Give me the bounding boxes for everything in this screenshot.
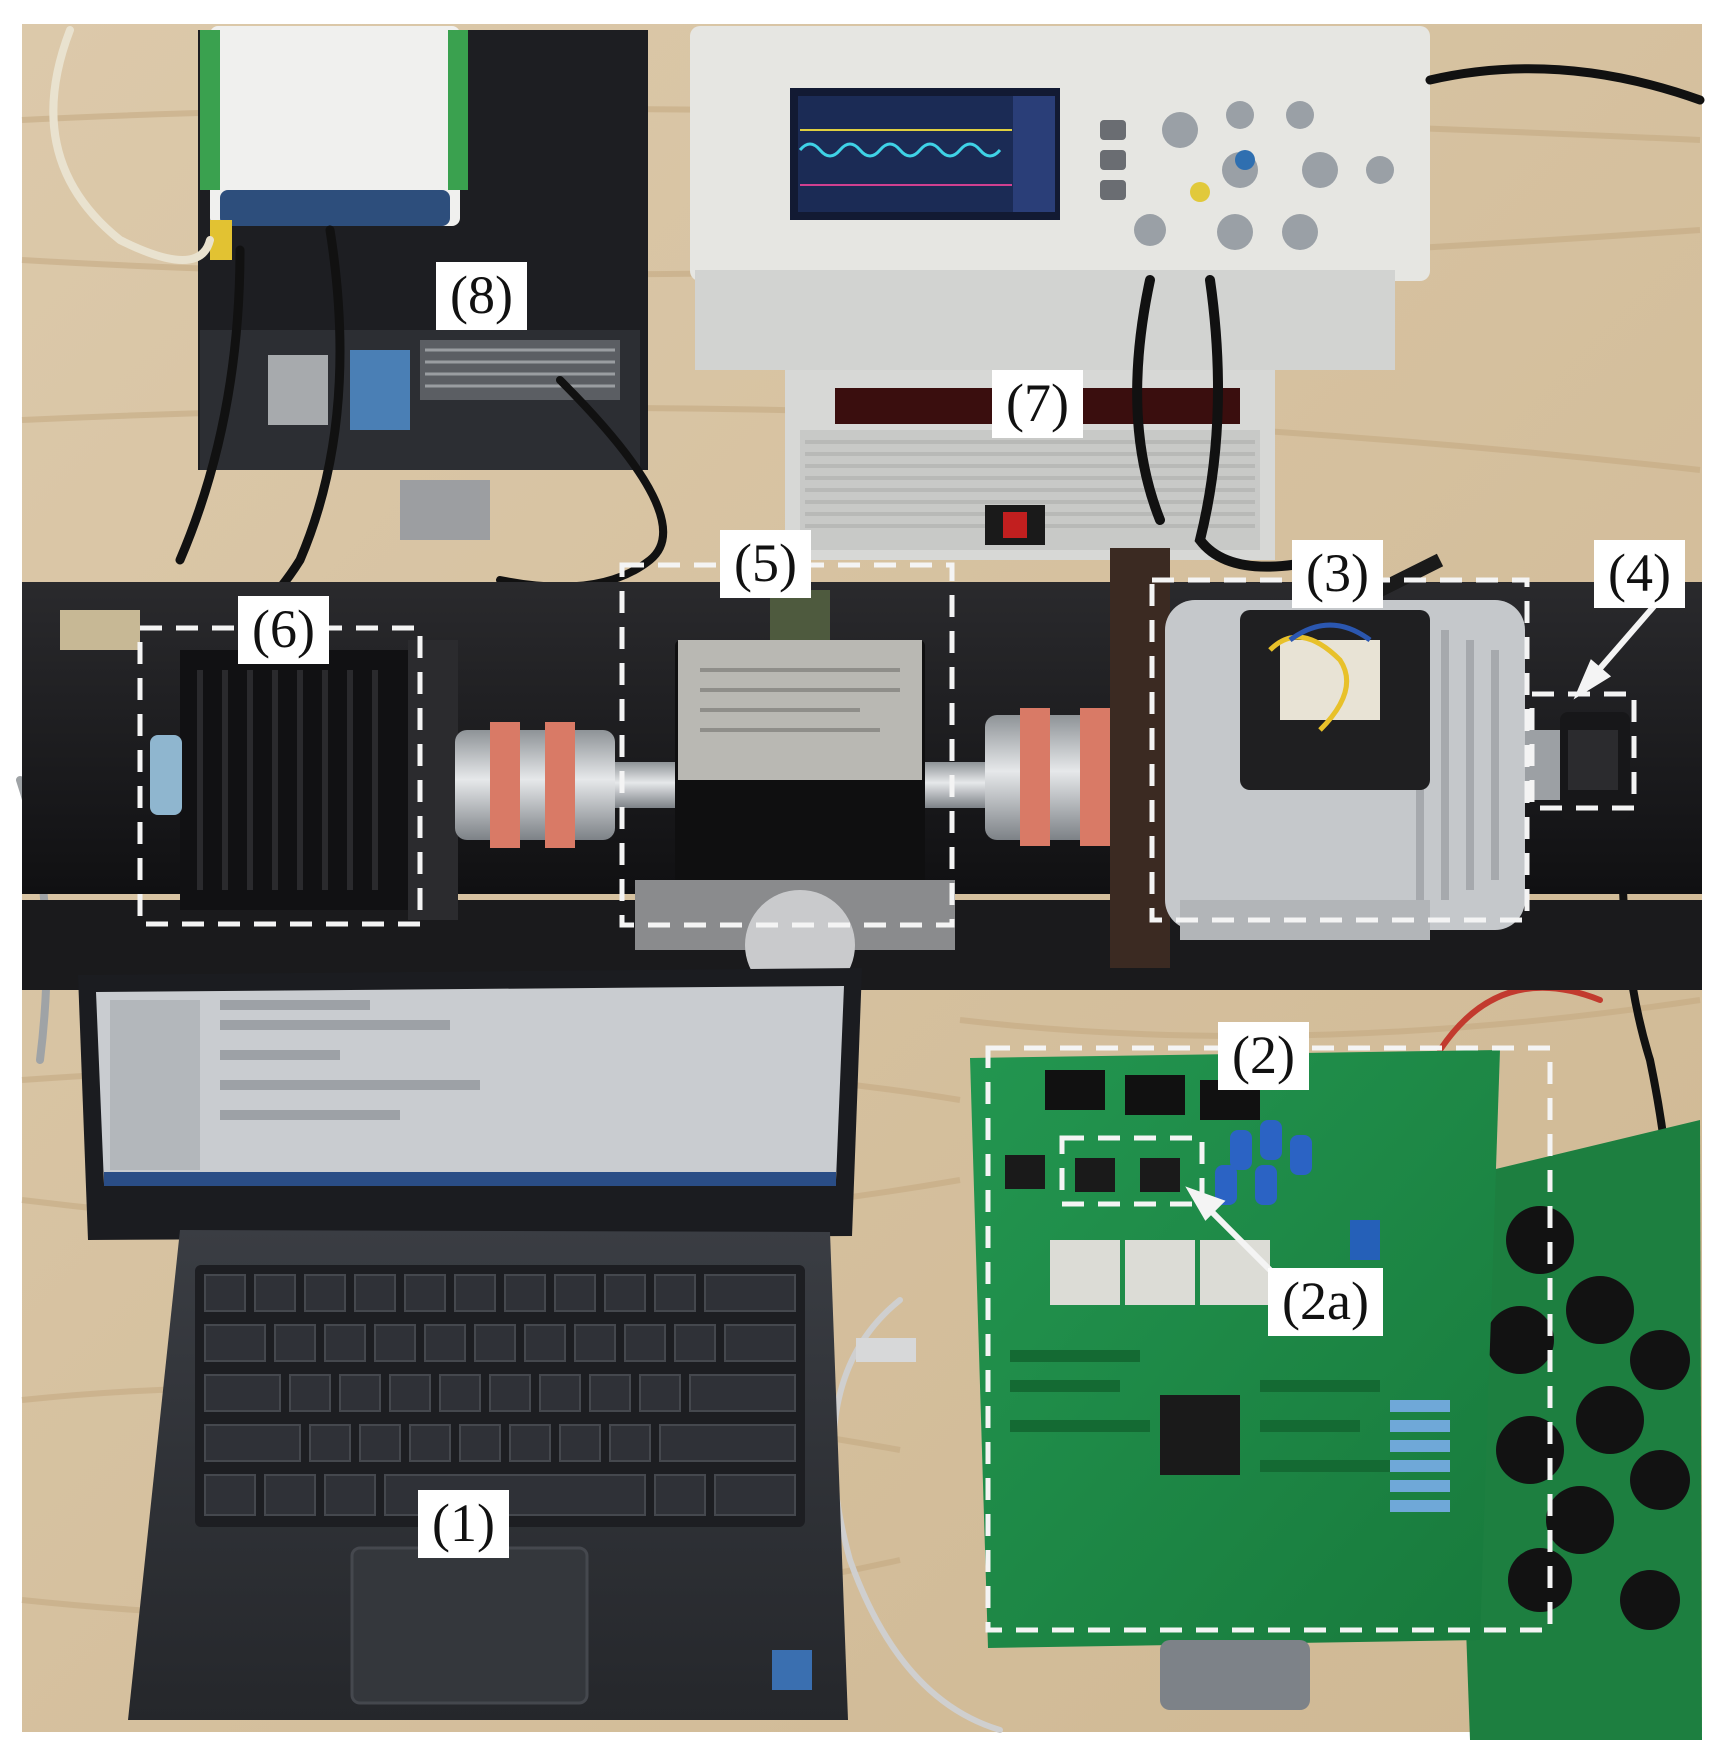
label-3: (3) [1292, 540, 1383, 608]
label-8: (8) [436, 262, 527, 330]
label-7: (7) [992, 370, 1083, 438]
torque-sensor-5 [635, 590, 955, 1000]
power-unit-8 [198, 26, 648, 540]
inverter-board-2 [856, 1050, 1500, 1710]
label-2: (2) [1218, 1022, 1309, 1090]
label-1: (1) [418, 1490, 509, 1558]
arrows [1185, 603, 1658, 1273]
coupling-left [455, 722, 675, 848]
label-4: (4) [1594, 540, 1685, 608]
label-6: (6) [238, 596, 329, 664]
oscilloscope [690, 26, 1430, 370]
label-5: (5) [720, 530, 811, 598]
induction-motor-3 [1110, 548, 1525, 968]
capacitor-board [1450, 1120, 1702, 1740]
label-2a: (2a) [1268, 1268, 1383, 1336]
encoder-4 [1525, 712, 1630, 820]
load-motor-6 [150, 640, 458, 920]
laptop-1 [78, 968, 862, 1720]
